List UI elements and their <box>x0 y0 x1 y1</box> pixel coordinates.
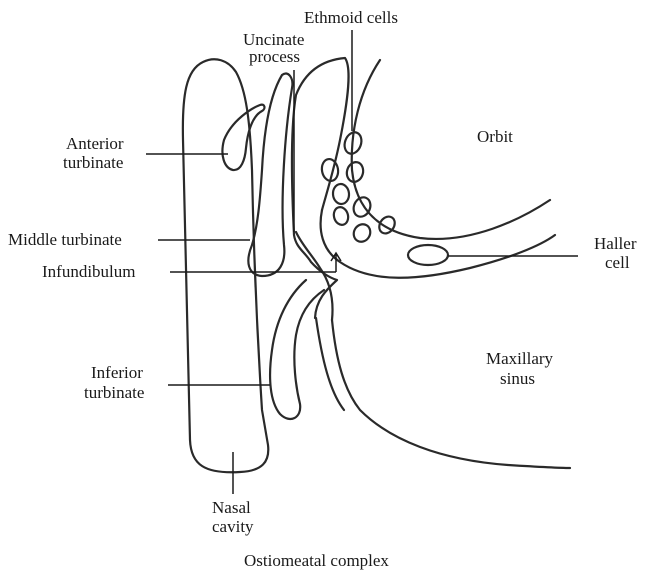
anterior-turbinate-outline <box>222 105 264 170</box>
anterior-turbinate-label-line1: Anterior <box>66 134 124 153</box>
ethmoid-cell <box>351 221 374 245</box>
anterior-turbinate-label-line2: turbinate <box>63 153 123 172</box>
maxillary-sinus-label-line2: sinus <box>500 369 535 388</box>
infundibulum-label: Infundibulum <box>42 262 136 281</box>
ethmoid-cell <box>345 160 366 183</box>
orbit-label: Orbit <box>477 127 513 146</box>
maxillary-medial-wall-outline <box>332 320 570 468</box>
haller-cell-label-line2: cell <box>605 253 630 272</box>
inferior-turbinate-outline <box>270 280 324 419</box>
haller-cell-outline <box>408 245 448 265</box>
nasal-cavity-label-line1: Nasal <box>212 498 251 517</box>
inferior-turbinate-label-line1: Inferior <box>91 363 143 382</box>
ethmoid-cell <box>376 214 398 237</box>
haller-cell-label-line1: Haller <box>594 234 637 253</box>
nasal-septum-outline <box>183 59 268 472</box>
uncinate-process-label-line2: process <box>249 47 300 66</box>
orbit-medial-wall-outline <box>352 60 550 239</box>
middle-turbinate-label: Middle turbinate <box>8 230 122 249</box>
labels: Ethmoid cells Uncinate process Orbit Ant… <box>8 8 637 570</box>
maxillary-sinus-label-line1: Maxillary <box>486 349 554 368</box>
inferior-turbinate-label-line2: turbinate <box>84 383 144 402</box>
diagram-title: Ostiomeatal complex <box>244 551 389 570</box>
ethmoid-cell <box>332 205 350 226</box>
ethmoid-cell <box>332 183 350 204</box>
nasal-cavity-label-line2: cavity <box>212 517 254 536</box>
ethmoid-lateral-outline <box>321 210 555 278</box>
anatomy-drawing <box>183 58 570 472</box>
ethmoid-cells-label: Ethmoid cells <box>304 8 398 27</box>
uncinate-process-outline <box>292 58 349 318</box>
